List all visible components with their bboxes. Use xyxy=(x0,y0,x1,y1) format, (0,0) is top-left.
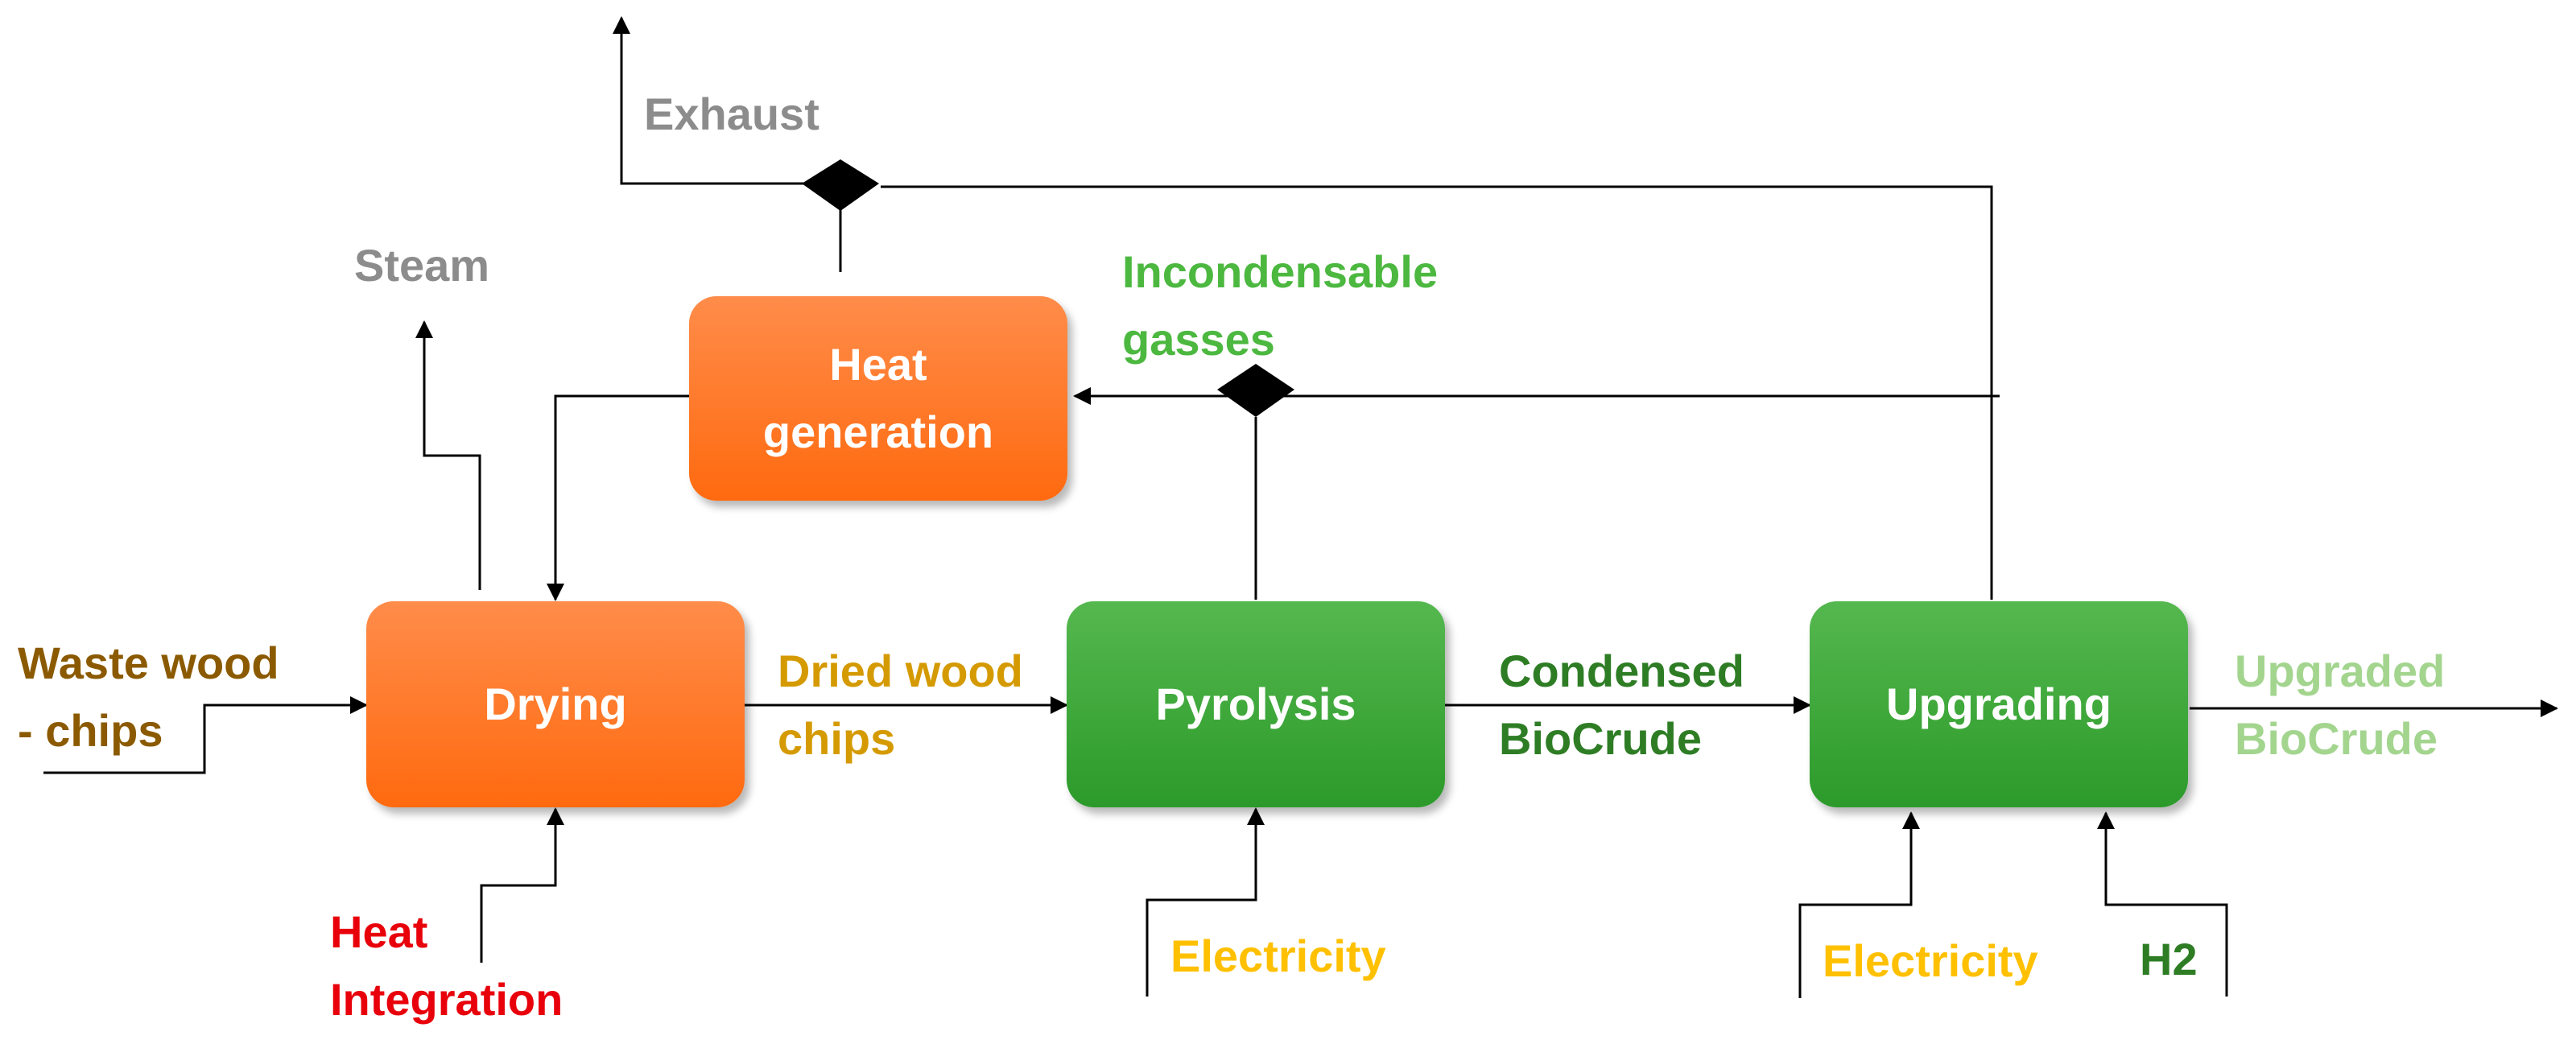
dried-wood-chips-label: Dried wood chips xyxy=(778,646,1023,764)
upgrading-box: Upgrading xyxy=(1810,601,2188,807)
steam-label: Steam xyxy=(354,240,490,291)
drying-label: Drying xyxy=(484,679,627,729)
heat-to-drying-line xyxy=(547,394,689,601)
waste-wood-line xyxy=(43,696,368,774)
upgraded-biocrude-label: Upgraded BioCrude xyxy=(2235,646,2446,764)
condensed-biocrude-label: Condensed BioCrude xyxy=(1499,646,1744,764)
pyrolysis-box: Pyrolysis xyxy=(1067,601,1445,807)
electricity-upgrading-line xyxy=(1798,811,1920,998)
steam-line xyxy=(415,320,481,590)
electricity-pyrolysis-label: Electricity xyxy=(1170,931,1386,981)
pyrolysis-label: Pyrolysis xyxy=(1155,679,1356,729)
gas-split-diamond xyxy=(1217,364,1294,417)
heat-integration-line xyxy=(480,807,564,963)
waste-wood-chips-label: Waste wood - chips xyxy=(18,638,279,756)
incondensable-gasses-label: Incondensable gasses xyxy=(1122,246,1439,365)
h2-label: H2 xyxy=(2140,934,2198,984)
upgrading-label: Upgrading xyxy=(1886,679,2112,729)
upgrading-recycle-line xyxy=(881,185,1993,600)
heat-generation-label: Heat generation xyxy=(762,339,994,457)
exhaust-label: Exhaust xyxy=(644,89,819,139)
heat-generation-box: Heat generation xyxy=(689,296,1067,501)
heat-integration-label: Heat Integration xyxy=(330,906,564,1025)
electricity-upgrading-label: Electricity xyxy=(1823,935,2038,986)
electricity-pyrolysis-line xyxy=(1146,807,1265,997)
drying-box: Drying xyxy=(366,601,745,807)
exhaust-flow-line xyxy=(613,16,840,185)
h2-line xyxy=(2097,811,2228,997)
exhaust-split-diamond xyxy=(802,159,879,211)
